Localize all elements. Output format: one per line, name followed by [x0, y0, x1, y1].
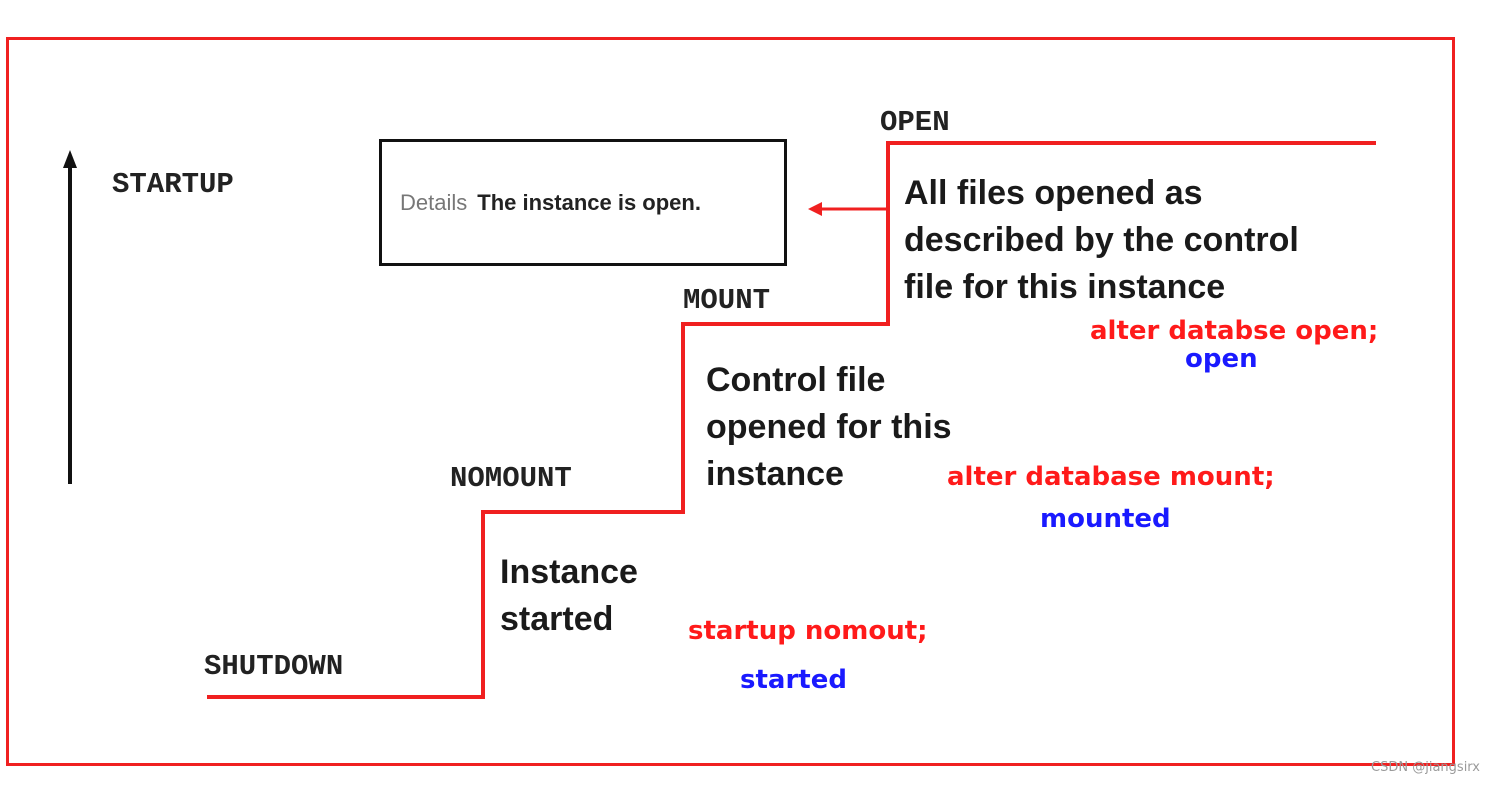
status-started: started	[740, 665, 847, 695]
description-nomount: Instance started	[500, 553, 638, 638]
details-label: Details	[400, 189, 468, 215]
state-label-nomount: NOMOUNT	[450, 462, 572, 495]
state-step-line	[207, 141, 1376, 699]
startup-axis-label: STARTUP	[112, 168, 234, 201]
status-mounted: mounted	[1040, 504, 1171, 534]
state-label-open: OPEN	[880, 106, 950, 139]
description-open: All files opened as described by the con…	[904, 174, 1299, 306]
description-mount: Control file opened for this instance	[706, 361, 952, 493]
startup-arrow-head	[63, 150, 77, 168]
details-pointer-arrowhead	[808, 202, 822, 216]
state-label-mount: MOUNT	[683, 284, 771, 317]
details-value: The instance is open.	[477, 189, 701, 215]
details-box: Details The instance is open.	[379, 139, 787, 266]
command-startup-nomount: startup nomout;	[688, 616, 928, 646]
state-label-shutdown: SHUTDOWN	[204, 650, 344, 683]
diagram-frame	[6, 37, 1455, 766]
watermark: CSDN @jiangsirx	[1371, 760, 1480, 775]
command-alter-database-mount: alter database mount;	[947, 462, 1275, 492]
command-alter-database-open: alter databse open;	[1090, 316, 1379, 346]
status-open: open	[1185, 344, 1258, 374]
